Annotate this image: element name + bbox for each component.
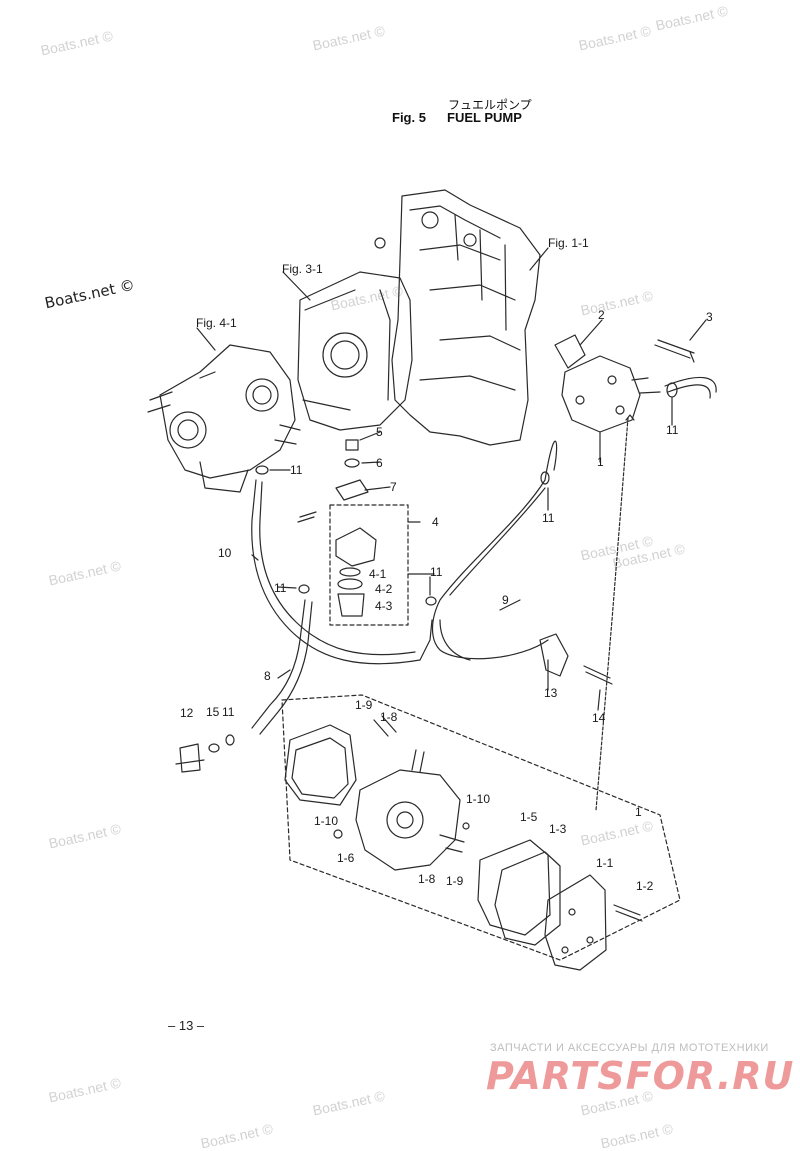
callout-1: 1: [597, 455, 604, 469]
callout-1-10-a: 1-10: [466, 792, 491, 806]
callout-13: 13: [544, 686, 558, 700]
filter-box: [329, 504, 409, 626]
callout-4-1: 4-1: [369, 567, 387, 581]
callout-1-3: 1-3: [549, 822, 567, 836]
callout-4-3: 4-3: [375, 599, 393, 613]
hose-right: [664, 376, 717, 399]
callout-7: 7: [390, 480, 397, 494]
callout-1-6: 1-6: [337, 851, 355, 865]
ref-fig-4-1: Fig. 4-1: [196, 316, 237, 330]
brand-tagline: ЗАПЧАСТИ И АКСЕССУАРЫ ДЛЯ МОТОТЕХНИКИ: [490, 1042, 769, 1054]
callout-9: 9: [502, 593, 509, 607]
pump-detail-box: [281, 694, 681, 961]
callout-11-f: 11: [222, 705, 235, 719]
hose-9: [431, 440, 558, 660]
page-number: – 13 –: [168, 1018, 205, 1033]
ref-fig-1-1: Fig. 1-1: [548, 236, 589, 250]
callout-12: 12: [180, 706, 194, 720]
callout-11-a: 11: [290, 463, 303, 477]
brand-logo: PARTSFOR.RU: [486, 1054, 795, 1098]
ref-fig-3-1: Fig. 3-1: [282, 262, 323, 276]
figure-title: FUEL PUMP: [447, 110, 522, 125]
figure-number: Fig. 5: [392, 110, 426, 125]
callout-1-8-b: 1-8: [418, 872, 436, 886]
callout-1-2: 1-2: [636, 879, 654, 893]
fuel-pump-body: [561, 355, 641, 433]
callout-1-9-a: 1-9: [355, 698, 373, 712]
callout-1-5: 1-5: [520, 810, 538, 824]
callout-11-b: 11: [274, 581, 287, 595]
callout-6: 6: [376, 456, 383, 470]
callout-1-detail: 1: [635, 805, 642, 819]
callout-1-9-b: 1-9: [446, 874, 464, 888]
hose-10: [251, 479, 433, 665]
callout-11-d: 11: [542, 511, 555, 525]
engine-block-outline: [391, 189, 541, 446]
callout-15: 15: [206, 705, 220, 719]
callout-4: 4: [432, 515, 439, 529]
title-japanese: フュエルポンプ: [448, 98, 532, 112]
callout-1-1: 1-1: [596, 856, 614, 870]
callout-3: 3: [706, 310, 713, 324]
intake-manifold-outline: [297, 271, 413, 431]
callout-1-8-a: 1-8: [380, 710, 398, 724]
callout-14: 14: [592, 711, 606, 725]
bolt-3: [654, 339, 695, 363]
carburetor-outline: [159, 344, 296, 479]
callout-11-c: 11: [430, 565, 443, 579]
callout-1-10-b: 1-10: [314, 814, 339, 828]
callout-2: 2: [598, 308, 605, 322]
callout-5: 5: [376, 425, 383, 439]
callout-11-e: 11: [666, 423, 679, 437]
callout-4-2: 4-2: [375, 582, 393, 596]
callout-10: 10: [218, 546, 232, 560]
hose-8: [251, 599, 306, 729]
callout-8: 8: [264, 669, 271, 683]
